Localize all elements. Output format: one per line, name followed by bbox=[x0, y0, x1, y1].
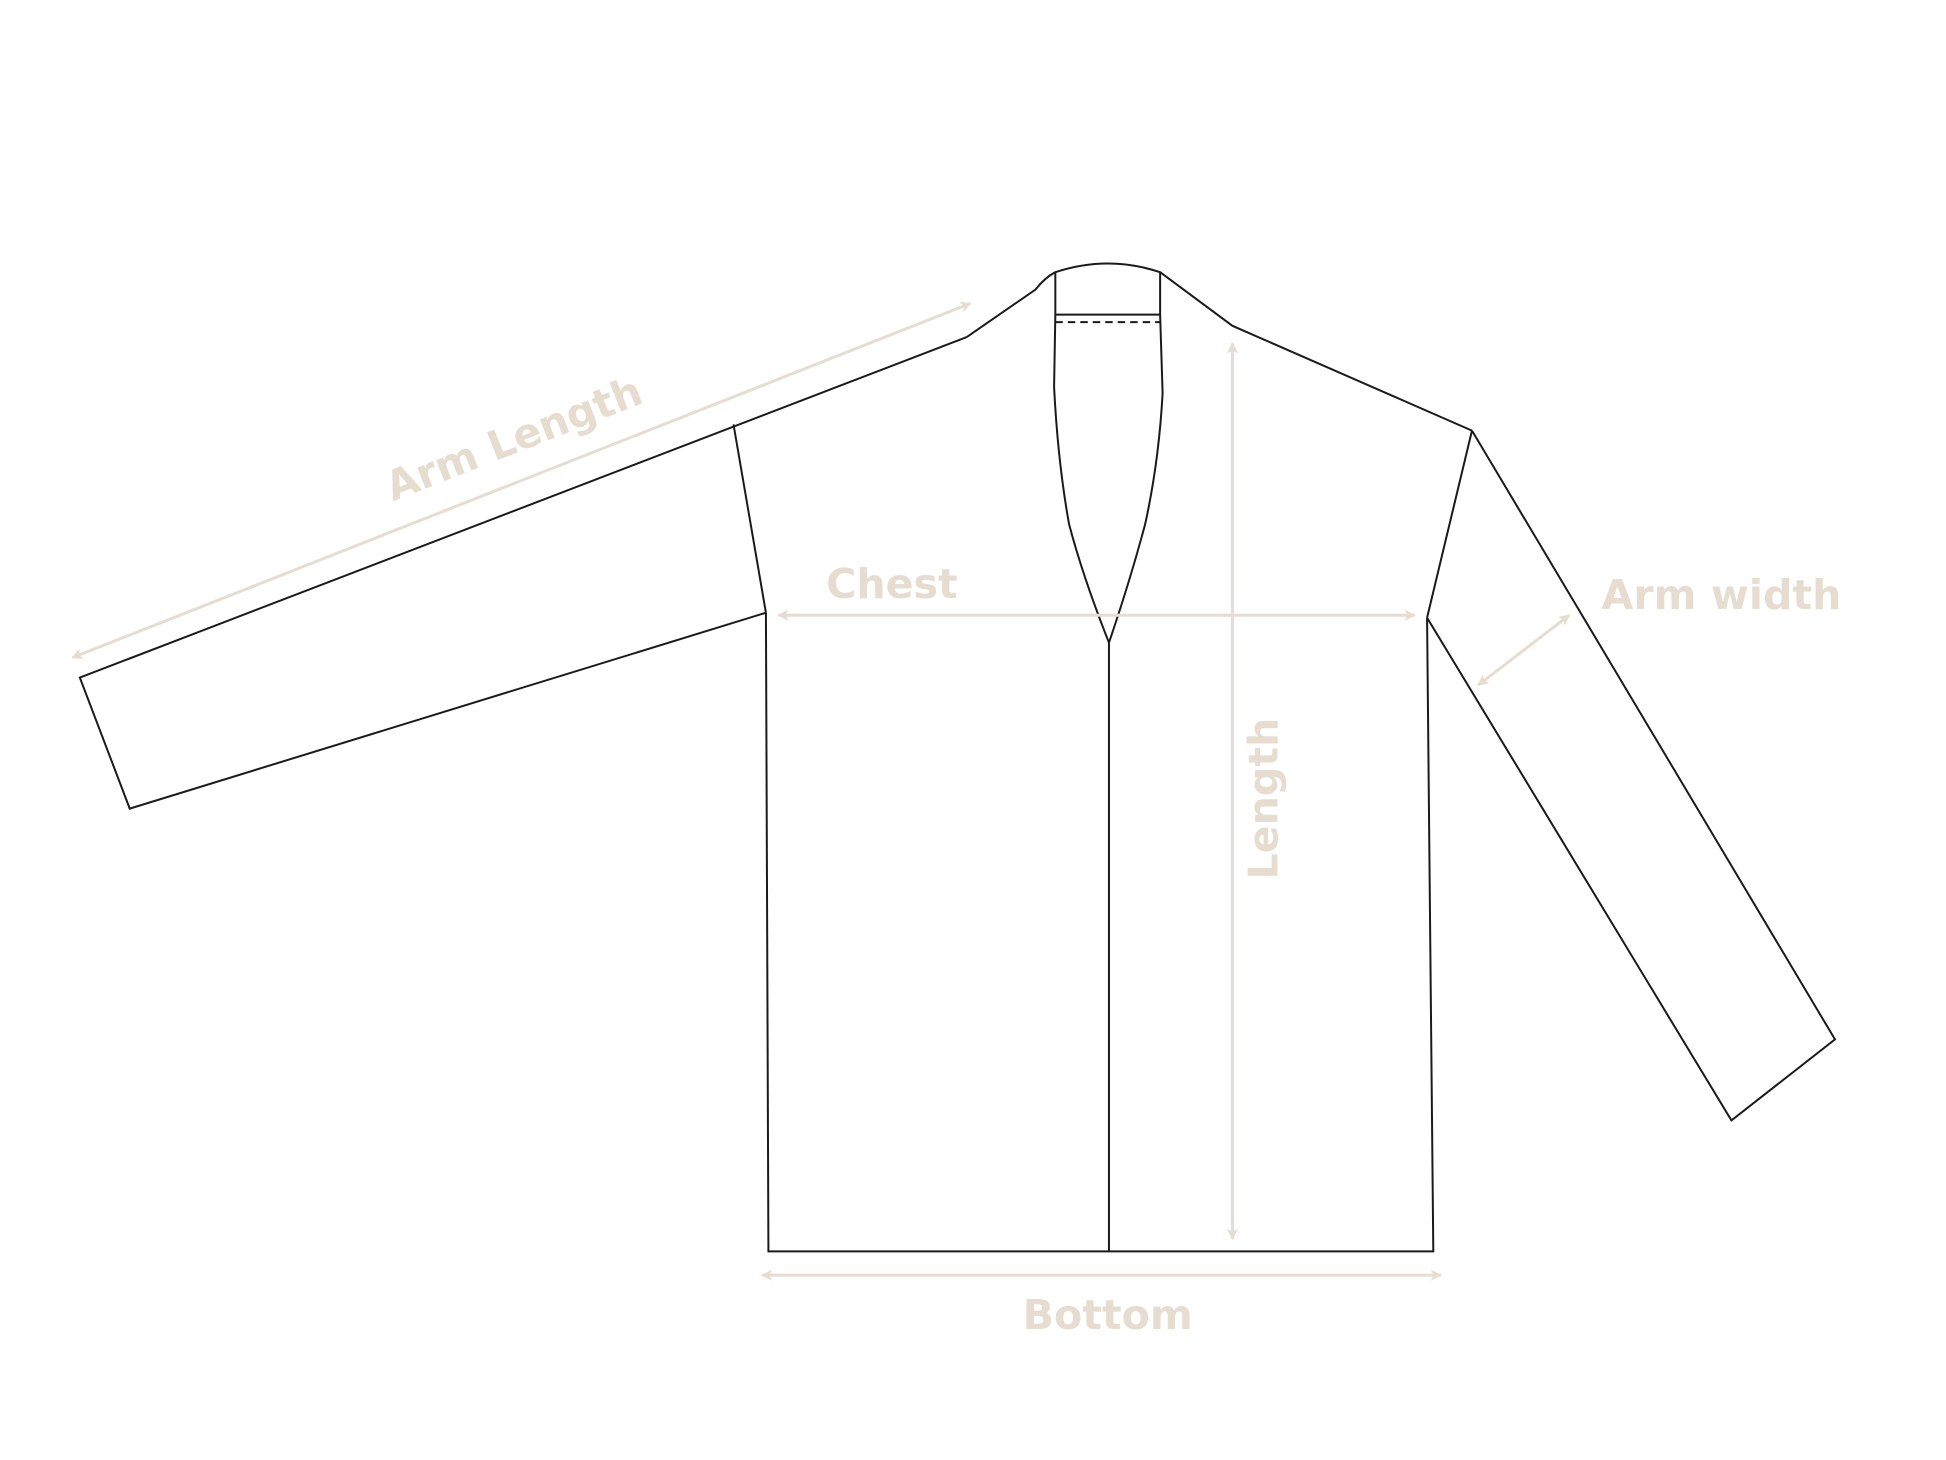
left-armhole bbox=[732, 424, 767, 613]
v-neck-left bbox=[1053, 314, 1110, 644]
arm-length-label: Arm Length bbox=[379, 367, 649, 511]
bottom-label: Bottom bbox=[1023, 1291, 1193, 1339]
right-armhole bbox=[1426, 430, 1473, 618]
body bbox=[764, 612, 1435, 1253]
chest-label: Chest bbox=[826, 560, 958, 608]
jacket-outline bbox=[78, 262, 1837, 1253]
arm-width-label: Arm width bbox=[1601, 571, 1841, 619]
v-neck-right bbox=[1108, 314, 1164, 644]
shoulders-collar bbox=[966, 262, 1473, 432]
neck-band bbox=[1054, 272, 1162, 316]
right-sleeve bbox=[1426, 430, 1837, 1122]
arm-length-arrow bbox=[71, 301, 972, 660]
measurements: Arm Length Chest Length Arm width Bottom bbox=[71, 301, 1841, 1339]
length-label: Length bbox=[1239, 718, 1287, 880]
arm-width-arrow bbox=[1477, 614, 1571, 687]
